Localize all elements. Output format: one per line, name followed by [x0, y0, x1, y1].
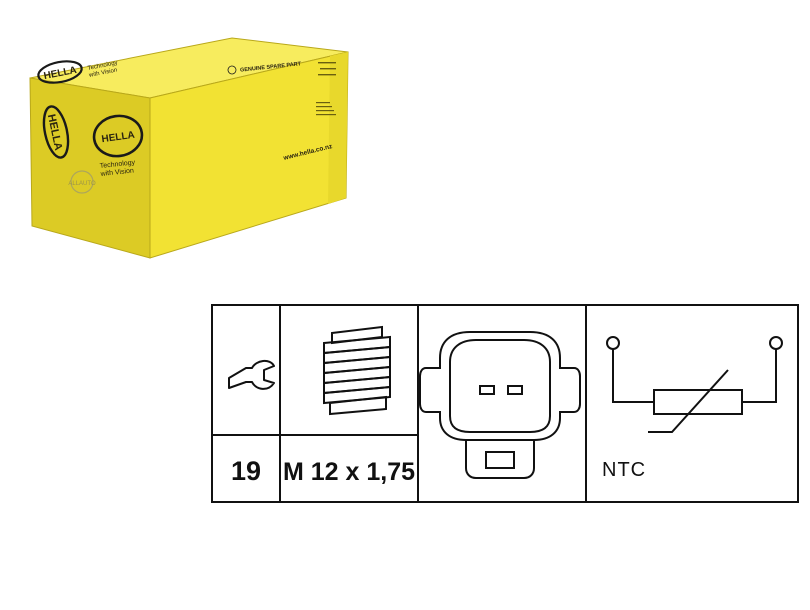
- product-box-image: HELLA Technology with Vision GENUINE SPA…: [0, 0, 360, 270]
- sensor-type-value: NTC: [602, 459, 646, 481]
- front-tagline: Technology with Vision: [99, 159, 136, 178]
- watermark-logo: ALLAUTO: [68, 170, 96, 194]
- front-tagline-line1: Technology: [99, 159, 135, 170]
- wrench-size-value: 19: [231, 456, 261, 486]
- genuine-seal-icon: [227, 65, 237, 75]
- top-tagline-line1: Technology: [87, 60, 118, 72]
- front-tagline-line2: with Vision: [99, 167, 134, 178]
- box-edge-shade: [328, 52, 348, 204]
- thread-bolt-icon: [323, 325, 391, 416]
- wrench-icon: [228, 360, 275, 390]
- thread-size-value: M 12 x 1,75: [283, 458, 415, 486]
- box-side-face: [29, 77, 151, 259]
- box-info-lines: [316, 62, 336, 116]
- front-logo-text: HELLA: [101, 130, 136, 146]
- watermark-text: ALLAUTO: [68, 181, 96, 187]
- spec-table-frame: [211, 304, 799, 503]
- front-hella-logo: HELLA: [92, 114, 144, 158]
- top-tagline: Technology with Vision: [87, 60, 118, 79]
- ntc-thermistor-icon: [606, 336, 783, 433]
- top-tagline-line2: with Vision: [88, 67, 118, 79]
- product-box-svg: HELLA Technology with Vision GENUINE SPA…: [29, 37, 349, 259]
- connector-icon: [419, 331, 581, 479]
